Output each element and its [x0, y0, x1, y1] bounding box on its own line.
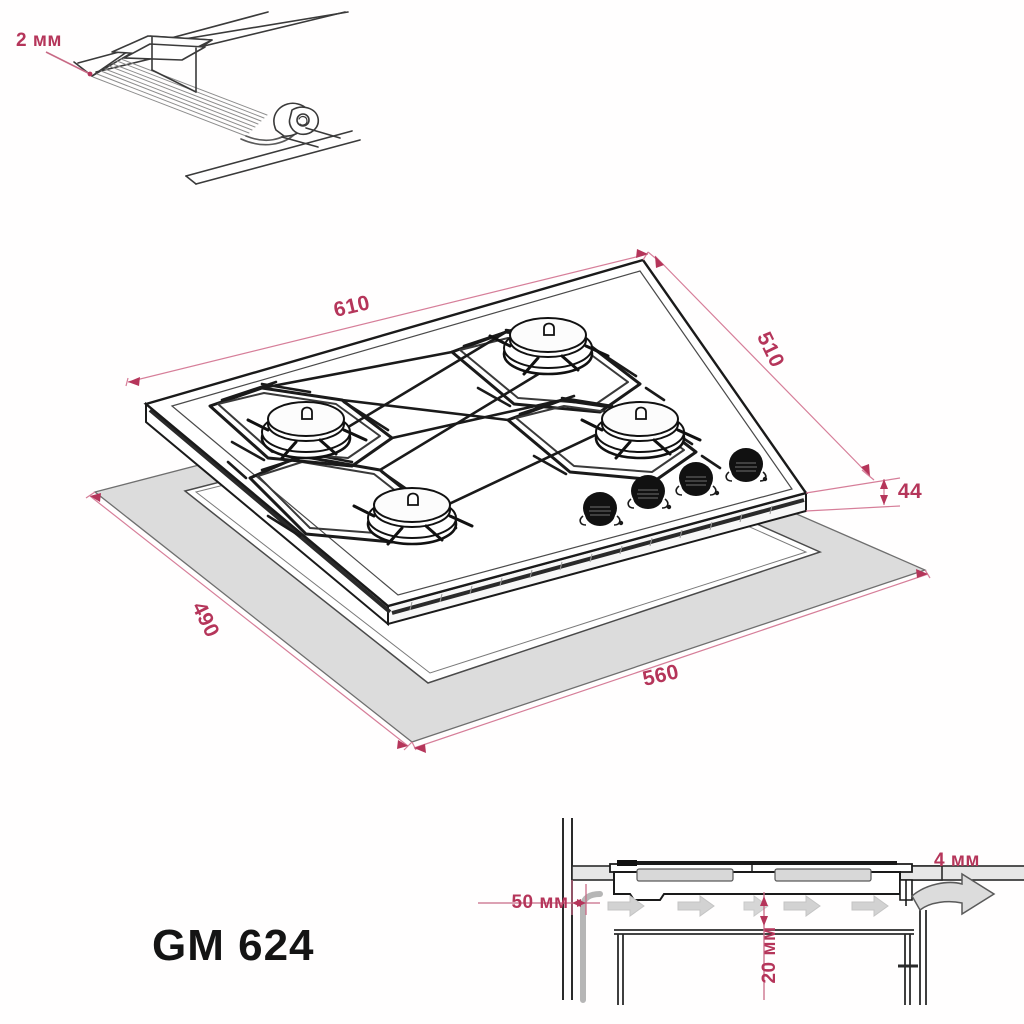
dim-20mm: 20 мм	[759, 926, 780, 984]
dimension-arrowheads	[90, 249, 928, 753]
hob-body	[143, 258, 808, 627]
model-label: GM 624	[152, 921, 315, 970]
outlet-arrow	[911, 872, 996, 916]
hob-section	[609, 860, 913, 906]
dimension-lines	[85, 251, 931, 751]
dim-4mm: 4 мм	[934, 850, 980, 871]
airflow-arrows	[607, 895, 889, 917]
dim-44: 44	[897, 480, 923, 503]
section-dimension-arrowheads	[572, 896, 768, 926]
dim-50mm: 50 мм	[511, 892, 569, 913]
dim-2mm: 2 мм	[16, 30, 62, 51]
